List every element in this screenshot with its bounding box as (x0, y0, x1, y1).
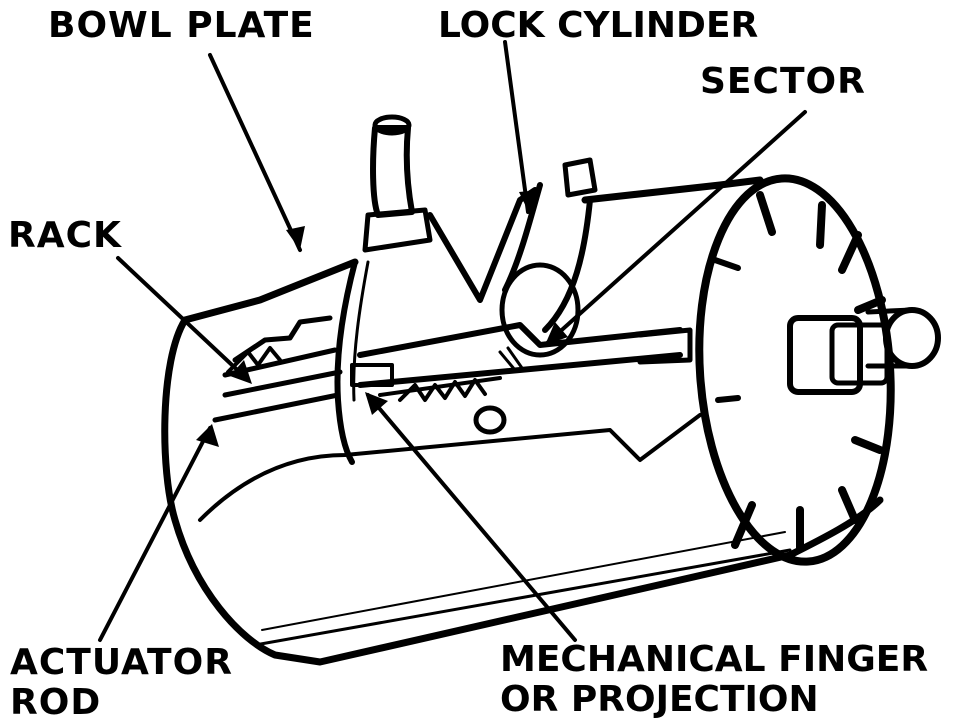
label-bowl-plate: BOWL PLATE (48, 5, 315, 46)
leader-line-lock-cylinder (503, 40, 530, 214)
end-disc-part (695, 174, 895, 566)
label-mechanical-finger-line2: OR PROJECTION (500, 679, 819, 720)
rod-assembly-part (350, 322, 693, 435)
leader-line-sector (543, 110, 807, 347)
arrowhead-lock-cylinder (519, 190, 540, 215)
arrowhead-rack (230, 360, 252, 384)
arrowhead-sector (545, 322, 568, 345)
label-actuator-rod-line1: ACTUATOR (10, 642, 233, 683)
label-rack: RACK (8, 215, 122, 256)
leader-line-bowl-plate (208, 53, 302, 252)
label-sector: SECTOR (700, 61, 866, 102)
label-lock-cylinder: LOCK CYLINDER (438, 5, 759, 46)
lever-post-part (362, 114, 433, 253)
leader-line-mechanical-finger (366, 393, 577, 642)
leader-lines (98, 40, 807, 642)
arrowhead-bowl-plate (286, 226, 305, 250)
bowl-plate-part (334, 259, 370, 465)
label-mechanical-finger-line1: MECHANICAL FINGER (500, 639, 929, 680)
leader-line-rack (116, 256, 250, 382)
leader-line-actuator-rod (98, 426, 212, 642)
arrowheads (196, 190, 568, 447)
shaft-end-part (787, 307, 941, 395)
label-actuator-rod-line2: ROD (10, 682, 102, 723)
arrowhead-actuator-rod (196, 424, 219, 447)
arrowhead-mechanical-finger (365, 392, 388, 415)
